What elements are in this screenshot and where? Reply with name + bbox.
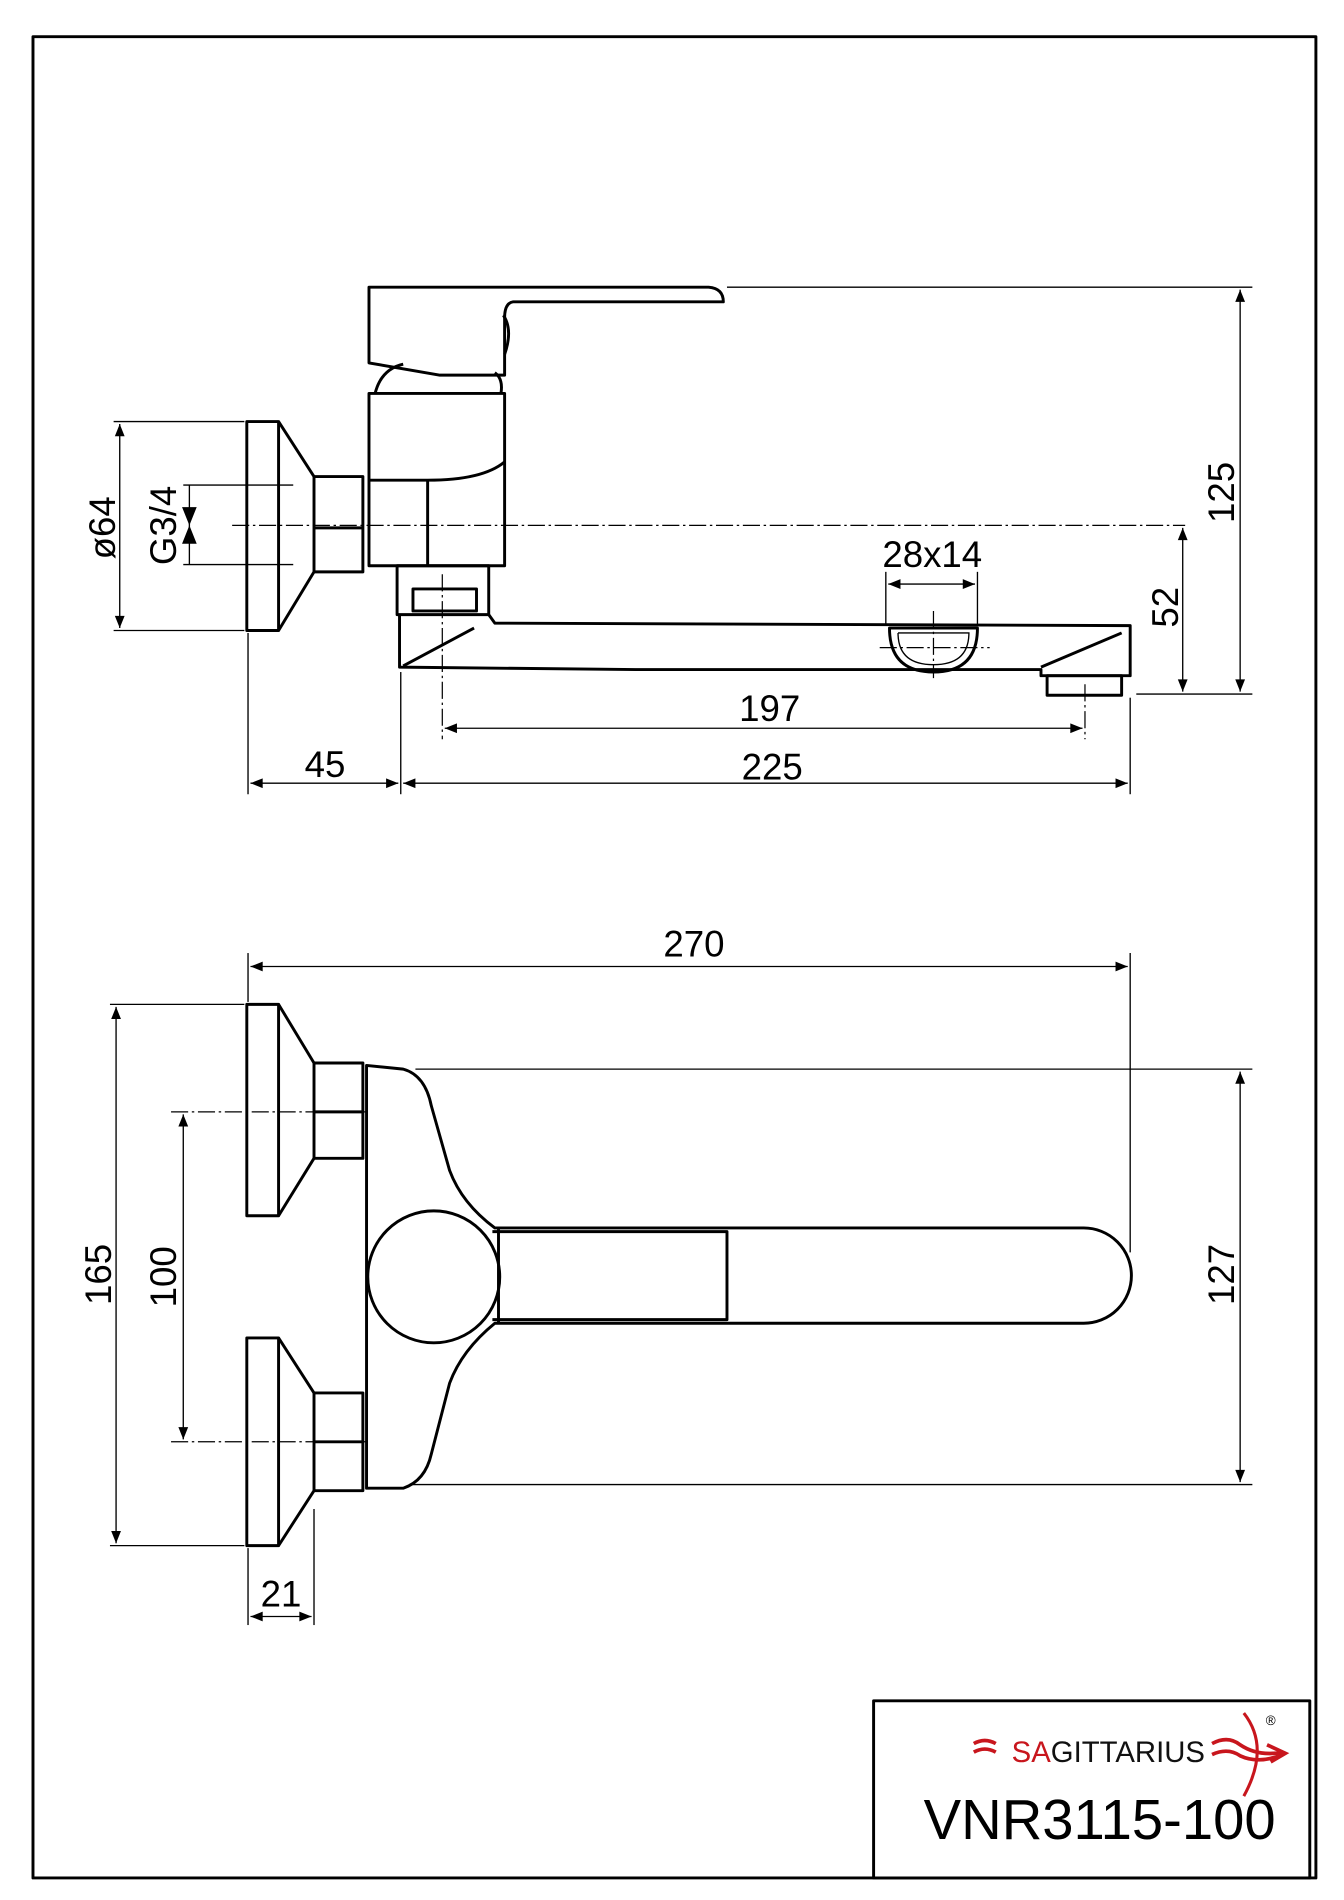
dim-21: 21 — [261, 1574, 302, 1615]
dim-100: 100 — [143, 1246, 184, 1307]
drawing-frame — [31, 35, 1318, 1880]
title-block: SAGITTARIUS ® VNR3115-100 — [872, 1699, 1312, 1880]
top-view: 270 165 100 127 21 — [78, 924, 1253, 1626]
dim-270: 270 — [663, 924, 724, 965]
sagittarius-logo: SAGITTARIUS ® — [972, 1712, 1290, 1797]
dim-197: 197 — [739, 688, 800, 729]
faucet-top-outline — [245, 1002, 1133, 1548]
dim-45: 45 — [305, 744, 346, 785]
dim-125: 125 — [1201, 462, 1242, 523]
dim-28x14: 28x14 — [882, 534, 982, 575]
side-view: ø64 G3/4 125 52 28x14 197 45 225 — [82, 285, 1253, 795]
model-number: VNR3115-100 — [924, 1788, 1276, 1851]
dim-127: 127 — [1201, 1244, 1242, 1305]
svg-text:SAGITTARIUS: SAGITTARIUS — [1012, 1736, 1205, 1769]
brand-name: GITTARIUS — [1051, 1736, 1205, 1769]
faucet-side-outline — [245, 285, 1132, 697]
dim-52: 52 — [1145, 587, 1186, 628]
dim-225: 225 — [742, 747, 803, 788]
brand-prefix: SA — [1012, 1736, 1052, 1769]
registered-mark: ® — [1266, 1713, 1276, 1728]
dim-165: 165 — [78, 1244, 119, 1305]
dim-o64: ø64 — [82, 496, 123, 559]
dim-g34: G3/4 — [143, 486, 184, 565]
